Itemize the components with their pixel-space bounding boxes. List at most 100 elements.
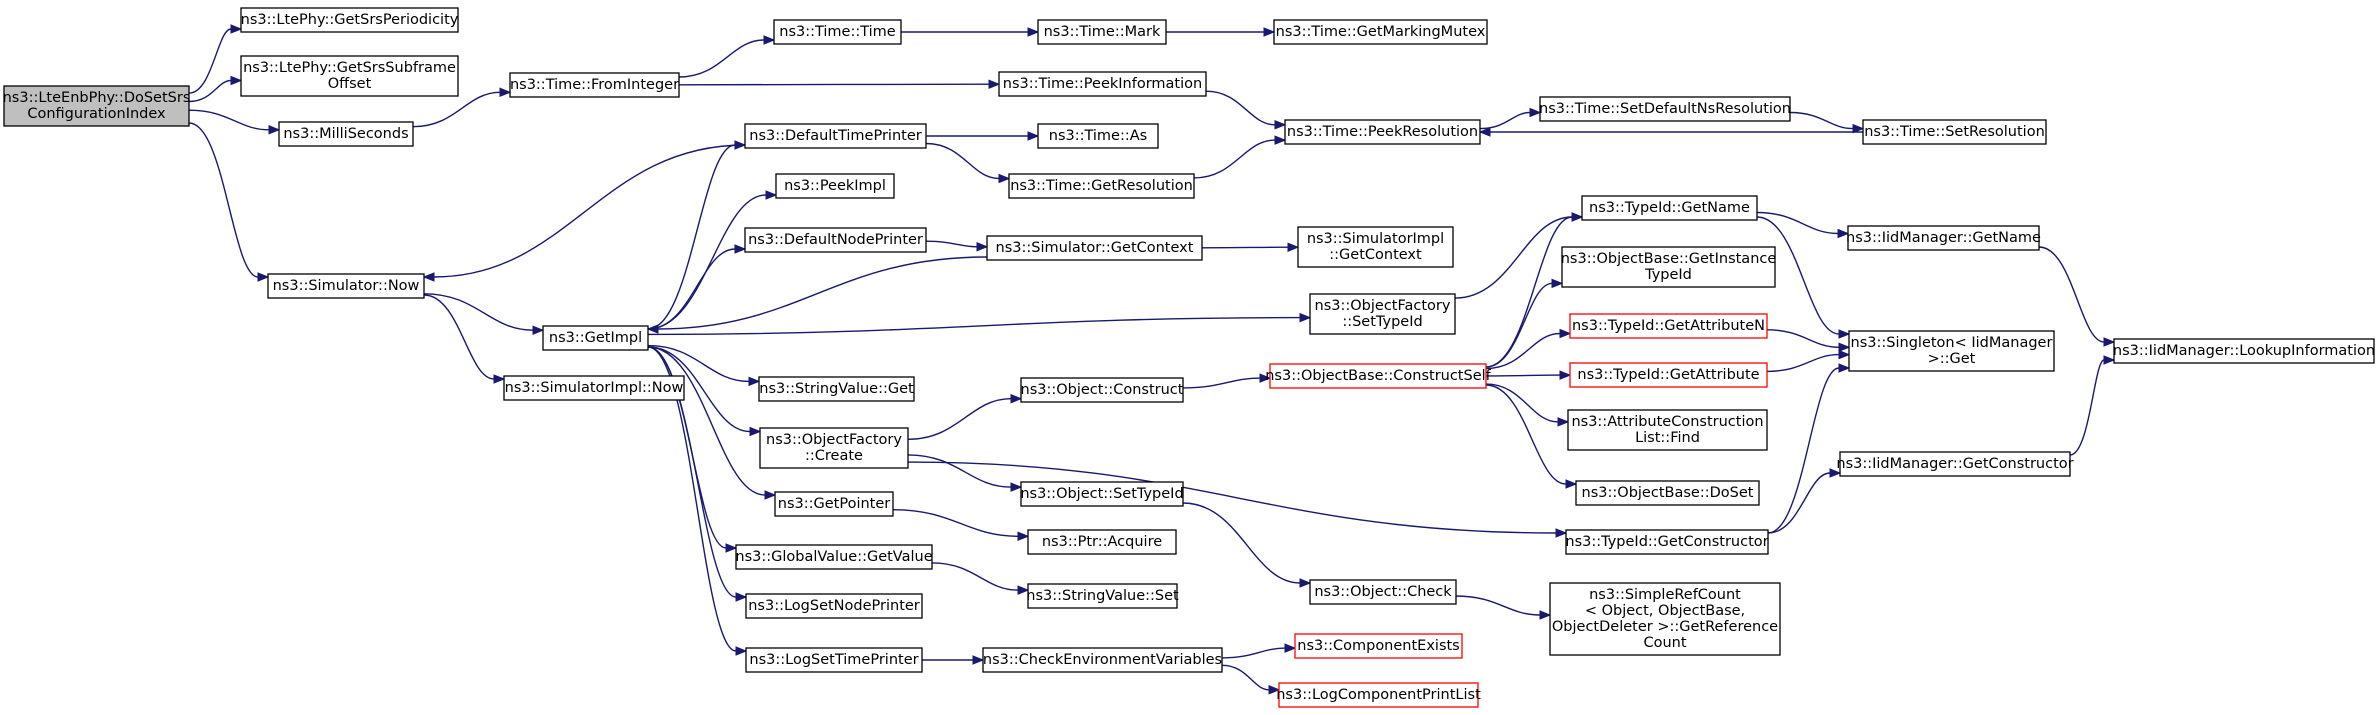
edge-get-attribute-n-to-singleton-get bbox=[1766, 329, 1851, 353]
node-milli-seconds[interactable]: ns3::MilliSeconds bbox=[278, 121, 414, 147]
node-box bbox=[775, 173, 895, 199]
node-simple-ref-count[interactable]: ns3::SimpleRefCount< Object, ObjectBase,… bbox=[1549, 582, 1781, 656]
edge-line bbox=[1182, 377, 1261, 389]
edge-line bbox=[1479, 111, 1531, 130]
edge-type-id-get-name-to-iid-manager-get-name bbox=[1756, 211, 1850, 239]
node-label: ns3::TypeId::GetConstructor bbox=[1565, 534, 1768, 550]
node-box bbox=[745, 593, 923, 619]
node-label: ns3::SimulatorImpl::Now bbox=[505, 380, 684, 396]
edge-arrowhead bbox=[1838, 342, 1851, 353]
node-root: ns3::LteEnbPhy::DoSetSrsConfigurationInd… bbox=[3, 85, 190, 127]
node-peek-resolution[interactable]: ns3::Time::PeekResolution bbox=[1284, 119, 1481, 145]
node-box bbox=[1027, 583, 1178, 609]
node-time-as[interactable]: ns3::Time::As bbox=[1037, 123, 1159, 149]
node-box bbox=[735, 544, 933, 570]
node-label: Count bbox=[1643, 635, 1686, 651]
edge-arrowhead bbox=[1852, 123, 1865, 134]
node-label: ::GetContext bbox=[1329, 247, 1422, 263]
edge-line bbox=[188, 79, 232, 103]
node-get-resolution[interactable]: ns3::Time::GetResolution bbox=[1008, 173, 1195, 199]
edge-default-time-printer-to-get-resolution bbox=[925, 142, 1011, 184]
node-label: ns3::ObjectBase::ConstructSelf bbox=[1265, 368, 1491, 384]
edge-get-impl-to-peek-impl bbox=[647, 190, 778, 330]
node-type-id-get-constructor[interactable]: ns3::TypeId::GetConstructor bbox=[1565, 529, 1769, 555]
node-get-marking-mutex[interactable]: ns3::Time::GetMarkingMutex bbox=[1273, 19, 1488, 45]
node-simulator-now[interactable]: ns3::Simulator::Now bbox=[267, 273, 425, 299]
edge-peek-information-to-peek-resolution bbox=[1205, 90, 1287, 130]
edge-arrowhead bbox=[988, 79, 1001, 89]
node-box bbox=[1020, 377, 1184, 403]
edge-line bbox=[423, 294, 495, 380]
node-iid-manager-get-constructor[interactable]: ns3::IidManager::GetConstructor bbox=[1836, 451, 2074, 477]
node-box bbox=[1847, 225, 2040, 251]
edge-line bbox=[1766, 329, 1840, 348]
node-string-value-set[interactable]: ns3::StringValue::Set bbox=[1026, 583, 1179, 609]
node-check-env-vars[interactable]: ns3::CheckEnvironmentVariables bbox=[982, 647, 1223, 673]
edge-time-from-integer-to-time-time bbox=[678, 35, 776, 78]
node-construct-self[interactable]: ns3::ObjectBase::ConstructSelf bbox=[1265, 363, 1492, 389]
node-object-factory-create[interactable]: ns3::ObjectFactory::Create bbox=[759, 427, 909, 469]
node-log-set-time-printer[interactable]: ns3::LogSetTimePrinter bbox=[745, 647, 923, 673]
node-simulator-impl-get-context[interactable]: ns3::SimulatorImpl::GetContext bbox=[1297, 226, 1454, 268]
node-get-attribute-n[interactable]: ns3::TypeId::GetAttributeN bbox=[1569, 313, 1768, 339]
edge-line bbox=[1766, 353, 1840, 373]
node-get-attribute[interactable]: ns3::TypeId::GetAttribute bbox=[1569, 362, 1768, 388]
node-log-set-node-printer[interactable]: ns3::LogSetNodePrinter bbox=[745, 593, 923, 619]
node-peek-information[interactable]: ns3::Time::PeekInformation bbox=[998, 71, 1207, 97]
node-object-set-type-id[interactable]: ns3::Object::SetTypeId bbox=[1020, 481, 1184, 507]
node-log-component-print-list[interactable]: ns3::LogComponentPrintList bbox=[1276, 682, 1481, 708]
node-peek-impl[interactable]: ns3::PeekImpl bbox=[775, 173, 895, 199]
node-time-from-integer[interactable]: ns3::Time::FromInteger bbox=[509, 72, 680, 98]
node-simulator-impl-now[interactable]: ns3::SimulatorImpl::Now bbox=[503, 375, 685, 401]
node-box bbox=[1561, 246, 1776, 288]
edge-get-impl-to-get-pointer bbox=[647, 346, 777, 500]
edge-construct-self-to-get-attribute-n bbox=[1485, 328, 1572, 370]
node-box bbox=[986, 235, 1203, 261]
node-label: ns3::ObjectFactory bbox=[766, 432, 902, 448]
node-get-pointer[interactable]: ns3::GetPointer bbox=[774, 491, 894, 517]
node-label: ns3::SimulatorImpl bbox=[1307, 231, 1444, 247]
node-box bbox=[1862, 119, 2047, 145]
node-set-default-ns-resolution[interactable]: ns3::Time::SetDefaultNsResolution bbox=[1539, 96, 1791, 122]
node-type-id-get-name[interactable]: ns3::TypeId::GetName bbox=[1581, 195, 1758, 221]
node-box bbox=[278, 121, 414, 147]
edge-get-impl-to-log-set-time-printer bbox=[647, 346, 748, 656]
node-default-time-printer[interactable]: ns3::DefaultTimePrinter bbox=[744, 123, 927, 149]
node-simulator-get-context[interactable]: ns3::Simulator::GetContext bbox=[986, 235, 1203, 261]
node-object-factory-set-type-id[interactable]: ns3::ObjectFactory::SetTypeId bbox=[1309, 293, 1456, 335]
node-time-time[interactable]: ns3::Time::Time bbox=[773, 19, 902, 45]
nodes-layer: ns3::LteEnbPhy::DoSetSrsConfigurationInd… bbox=[3, 7, 2375, 708]
node-ptr-acquire[interactable]: ns3::Ptr::Acquire bbox=[1027, 529, 1177, 555]
node-label: ::SetTypeId bbox=[1342, 314, 1422, 330]
node-label: Offset bbox=[328, 76, 372, 92]
edge-arrowhead bbox=[1259, 373, 1272, 383]
node-label: ns3::Time::GetResolution bbox=[1010, 178, 1193, 194]
node-default-node-printer[interactable]: ns3::DefaultNodePrinter bbox=[744, 227, 927, 253]
edge-type-id-get-constructor-to-singleton-get bbox=[1767, 363, 1851, 534]
node-lookup-information[interactable]: ns3::IidManager::LookupInformation bbox=[2113, 338, 2375, 364]
node-string-value-get[interactable]: ns3::StringValue::Get bbox=[758, 376, 915, 402]
node-get-impl[interactable]: ns3::GetImpl bbox=[542, 325, 649, 351]
edge-arrowhead bbox=[976, 242, 989, 252]
node-label: ns3::Time::SetResolution bbox=[1864, 124, 2045, 140]
edge-arrowhead bbox=[1571, 212, 1584, 222]
node-set-resolution[interactable]: ns3::Time::SetResolution bbox=[1862, 119, 2047, 145]
node-object-base-do-set[interactable]: ns3::ObjectBase::DoSet bbox=[1575, 480, 1760, 506]
node-singleton-get[interactable]: ns3::Singleton< IidManager >::Get bbox=[1848, 330, 2055, 372]
edge-line bbox=[2038, 246, 2105, 343]
node-object-construct[interactable]: ns3::Object::Construct bbox=[1020, 377, 1184, 403]
node-label: ns3::ObjectBase::GetInstance bbox=[1561, 251, 1777, 267]
edge-arrowhead bbox=[748, 376, 761, 387]
node-time-mark[interactable]: ns3::Time::Mark bbox=[1037, 19, 1167, 45]
node-get-srs-periodicity[interactable]: ns3::LtePhy::GetSrsPeriodicity bbox=[240, 7, 459, 33]
node-iid-manager-get-name[interactable]: ns3::IidManager::GetName bbox=[1846, 225, 2041, 251]
node-label: >::Get bbox=[1928, 351, 1976, 367]
node-component-exists[interactable]: ns3::ComponentExists bbox=[1294, 633, 1463, 659]
node-object-check[interactable]: ns3::Object::Check bbox=[1309, 579, 1457, 605]
edge-arrowhead bbox=[734, 244, 747, 254]
node-label: ns3::Time::GetMarkingMutex bbox=[1276, 24, 1486, 40]
node-global-value-get-value[interactable]: ns3::GlobalValue::GetValue bbox=[735, 544, 933, 570]
